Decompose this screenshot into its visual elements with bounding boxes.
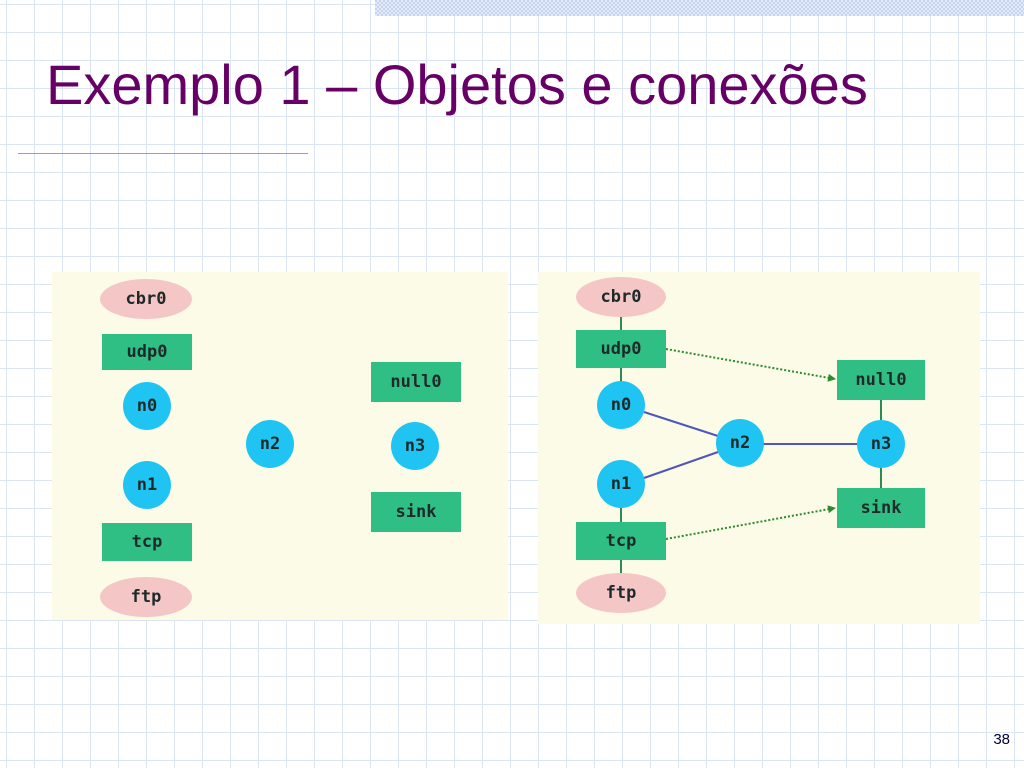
- app-cbr0: cbr0: [100, 279, 192, 319]
- node-n1: n1: [597, 460, 645, 508]
- app-cbr0-label: cbr0: [126, 289, 167, 309]
- title-underline: [18, 153, 308, 154]
- node-n3: n3: [391, 422, 439, 470]
- agent-tcp: tcp: [576, 522, 666, 560]
- node-n0: n0: [597, 381, 645, 429]
- agent-udp0: udp0: [576, 330, 666, 368]
- agent-null0: null0: [371, 362, 461, 402]
- slide-number: 38: [993, 731, 1010, 748]
- agent-sink: sink: [837, 488, 925, 528]
- agent-tcp-label: tcp: [606, 531, 637, 551]
- objects-diagram: cbr0 udp0 n0 n1 tcp ftp n2 null0: [52, 272, 508, 620]
- slide-title: Exemplo 1 – Objetos e conexões: [46, 53, 868, 116]
- node-n2-label: n2: [260, 434, 280, 454]
- node-n2-label: n2: [730, 433, 750, 453]
- node-n1: n1: [123, 461, 171, 509]
- node-n1-label: n1: [137, 475, 157, 495]
- agent-null0-label: null0: [390, 372, 441, 392]
- agent-tcp-label: tcp: [132, 532, 163, 552]
- objects-diagram-svg: cbr0 udp0 n0 n1 tcp ftp n2 null0: [100, 279, 461, 617]
- top-decor-band: [375, 0, 1024, 16]
- node-n3-label: n3: [405, 436, 425, 456]
- agent-null0: null0: [837, 360, 925, 400]
- node-n2: n2: [716, 419, 764, 467]
- connections-diagram-svg: cbr0 udp0 n0 n1 tcp ftp n2 null0: [576, 277, 925, 613]
- node-n2: n2: [246, 420, 294, 468]
- agent-tcp: tcp: [102, 523, 192, 561]
- app-cbr0-label: cbr0: [601, 287, 642, 307]
- node-n0-label: n0: [611, 395, 631, 415]
- agent-sink-label: sink: [396, 502, 437, 522]
- node-n3-label: n3: [871, 434, 891, 454]
- app-ftp-label: ftp: [131, 587, 162, 607]
- agent-sink-label: sink: [861, 498, 902, 518]
- agent-sink: sink: [371, 492, 461, 532]
- node-n3: n3: [857, 420, 905, 468]
- link-n0-n2: [643, 411, 719, 437]
- agent-udp0-label: udp0: [601, 339, 642, 359]
- app-ftp: ftp: [576, 573, 666, 613]
- agent-udp0-label: udp0: [127, 342, 168, 362]
- app-cbr0: cbr0: [576, 277, 666, 317]
- agent-udp0: udp0: [102, 334, 192, 370]
- node-n1-label: n1: [611, 474, 631, 494]
- connection-tcp-sink: [665, 505, 836, 540]
- node-n0: n0: [123, 382, 171, 430]
- connection-udp0-null0: [665, 348, 836, 382]
- agent-null0-label: null0: [855, 370, 906, 390]
- app-ftp-label: ftp: [606, 583, 637, 603]
- link-n1-n2: [643, 451, 719, 479]
- node-n0-label: n0: [137, 396, 157, 416]
- app-ftp: ftp: [100, 577, 192, 617]
- connections-diagram: cbr0 udp0 n0 n1 tcp ftp n2 null0: [538, 272, 980, 624]
